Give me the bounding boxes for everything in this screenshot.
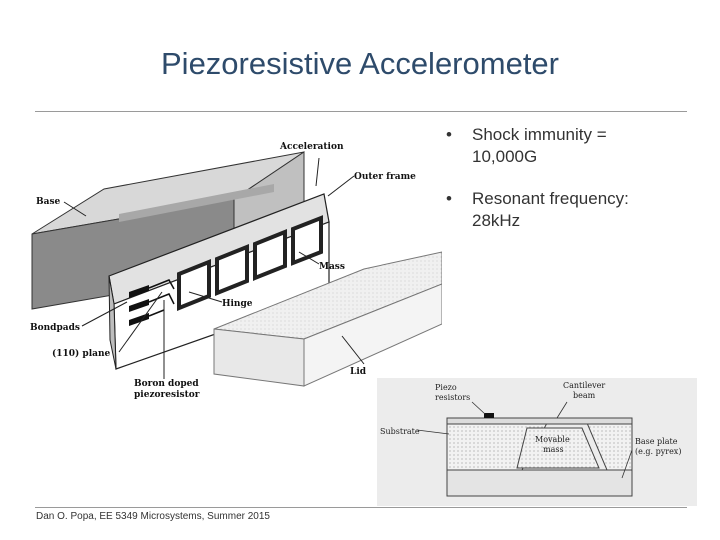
mass-windows <box>177 215 323 311</box>
piezo-resistor-mark <box>484 413 494 418</box>
label-lid: Lid <box>350 367 367 377</box>
label-piezo: Piezo <box>435 383 457 392</box>
label-base: Base <box>36 197 61 207</box>
accelerometer-3d-figure: Acceleration Outer frame Base Mass Hinge… <box>24 124 442 406</box>
bullet-dot-icon: • <box>446 125 452 144</box>
label-piezoresistor: piezoresistor <box>134 390 200 400</box>
lid <box>213 251 442 387</box>
slide-title: Piezoresistive Accelerometer <box>161 46 559 81</box>
label-base-plate: Base plate <box>635 437 678 446</box>
label-hinge: Hinge <box>222 299 253 309</box>
title-divider <box>35 111 687 112</box>
label-bondpads: Bondpads <box>30 323 80 333</box>
label-mass-small: mass <box>543 445 564 454</box>
label-110-plane: (110) plane <box>52 348 111 359</box>
bullet-item: • Resonant frequency: 28kHz <box>446 188 706 232</box>
bullet-line: Resonant frequency: <box>472 189 629 208</box>
slide-footer: Dan O. Popa, EE 5349 Microsystems, Summe… <box>36 511 270 522</box>
bullet-dot-icon: • <box>446 189 452 208</box>
cross-section-figure: Piezo resistors Cantilever beam Substrat… <box>377 378 697 506</box>
label-outer-frame: Outer frame <box>354 172 416 182</box>
label-movable: Movable <box>535 435 570 444</box>
bullet-line: Shock immunity = <box>472 125 607 144</box>
label-acceleration: Acceleration <box>279 142 344 152</box>
label-boron-doped: Boron doped <box>134 379 199 389</box>
leader-lines <box>63 157 365 379</box>
label-pyrex: (e.g. pyrex) <box>635 447 681 456</box>
bullet-item: • Shock immunity = 10,000G <box>446 124 706 168</box>
bondpads <box>129 285 149 326</box>
piezoresistor-traces <box>148 279 175 317</box>
substrate-cross-section <box>446 417 633 497</box>
label-substrate: Substrate <box>380 427 420 436</box>
label-cantilever: Cantilever <box>563 381 605 390</box>
bullet-line: 10,000G <box>472 147 538 166</box>
label-mass: Mass <box>319 262 345 272</box>
bullet-line: 28kHz <box>472 211 521 230</box>
bullet-list: • Shock immunity = 10,000G • Resonant fr… <box>446 124 706 252</box>
label-beam: beam <box>573 391 596 400</box>
cross-section-leaders <box>416 401 633 479</box>
label-resistors: resistors <box>435 393 470 402</box>
footer-divider <box>35 507 687 508</box>
